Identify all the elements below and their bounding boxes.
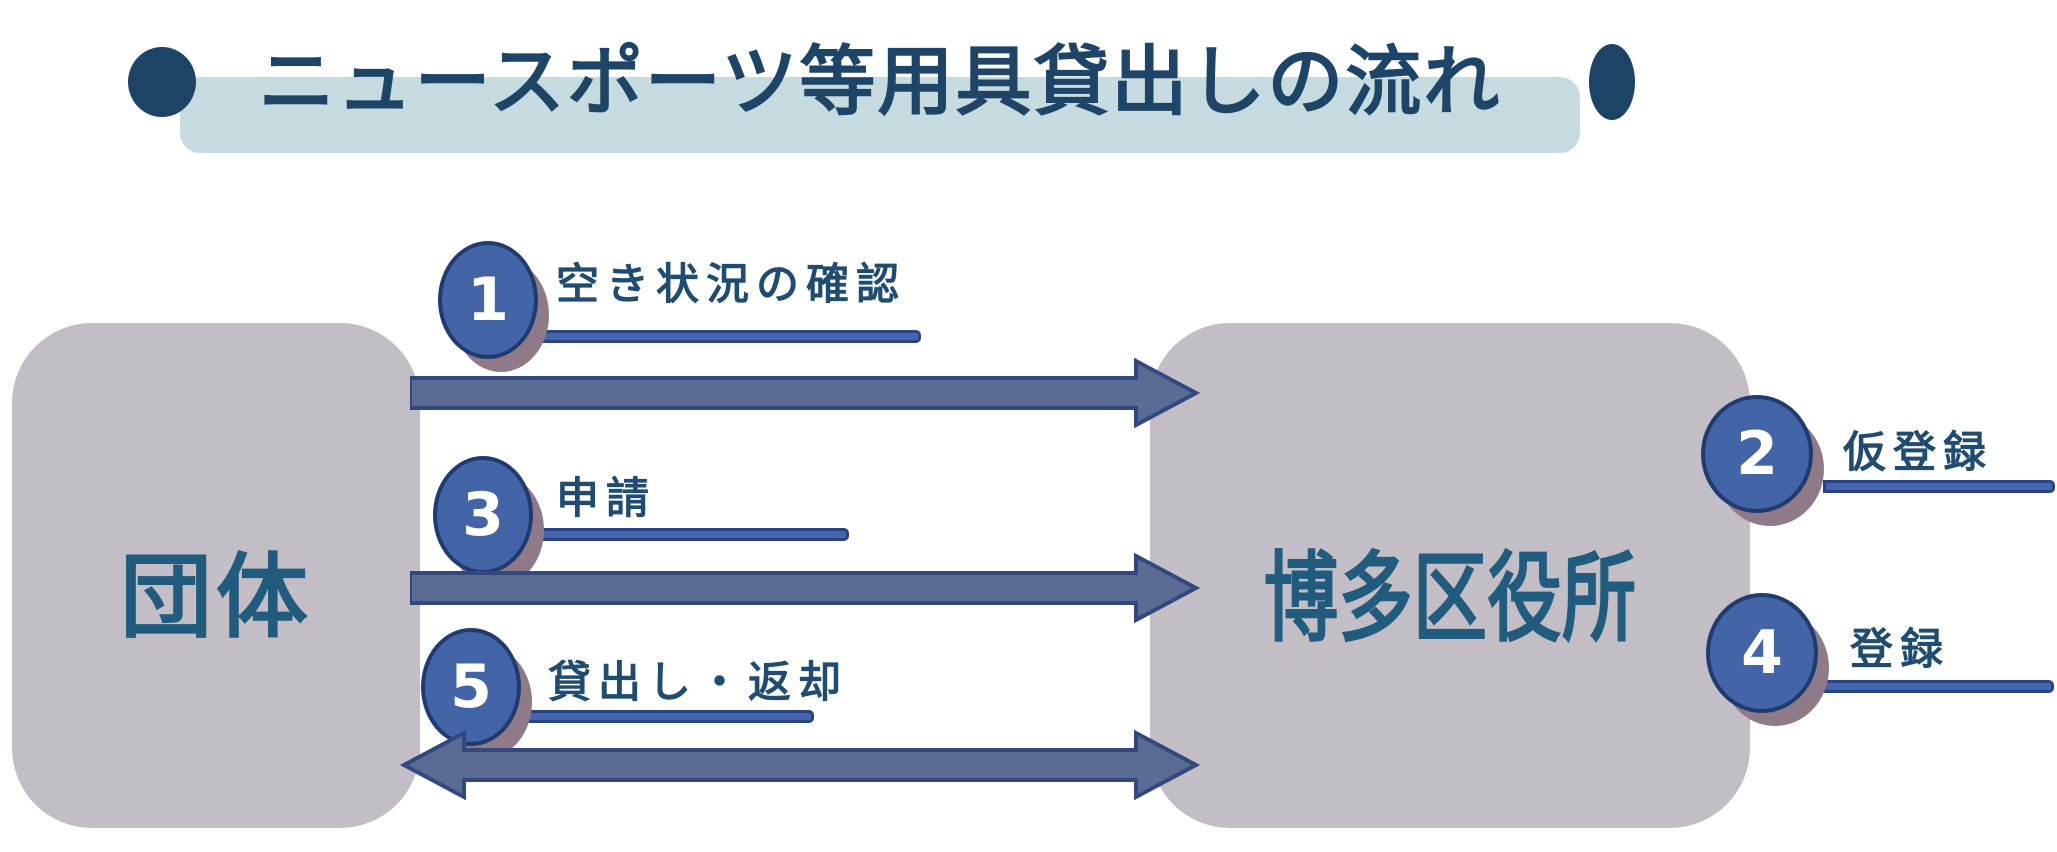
step-5-underline [522, 710, 814, 723]
step-1-label: 空き状況の確認 [556, 260, 906, 310]
bullet-icon-left [128, 47, 196, 117]
step-3-underline [533, 528, 849, 541]
step-1-badge: 1 [438, 241, 538, 359]
page-title: ニュースポーツ等用具貸出しの流れ [258, 37, 1502, 126]
right-arrow-icon-step1 [410, 358, 1200, 428]
bullet-icon-right [1589, 44, 1635, 120]
entity-label-office: 博多区役所 [1263, 541, 1637, 656]
entity-box-group: 団体 [12, 323, 420, 828]
step-5-label: 貸出し・返却 [548, 658, 848, 708]
step-4-underline [1823, 680, 2054, 693]
step-4-badge: 4 [1706, 593, 1818, 713]
title-banner [180, 77, 1580, 153]
step-2-badge: 2 [1701, 395, 1813, 513]
entity-box-office: 博多区役所 [1150, 323, 1750, 828]
step-5-badge: 5 [421, 628, 521, 746]
step-1-underline [533, 330, 921, 343]
step-2-label: 仮登録 [1843, 428, 1993, 478]
step-2-underline [1823, 480, 2055, 493]
right-arrow-icon-step3 [410, 553, 1200, 623]
step-3-label: 申請 [556, 474, 656, 524]
entity-label-group: 団体 [119, 544, 312, 651]
double-arrow-icon-step5 [400, 730, 1200, 800]
step-4-label: 登録 [1850, 625, 1950, 675]
